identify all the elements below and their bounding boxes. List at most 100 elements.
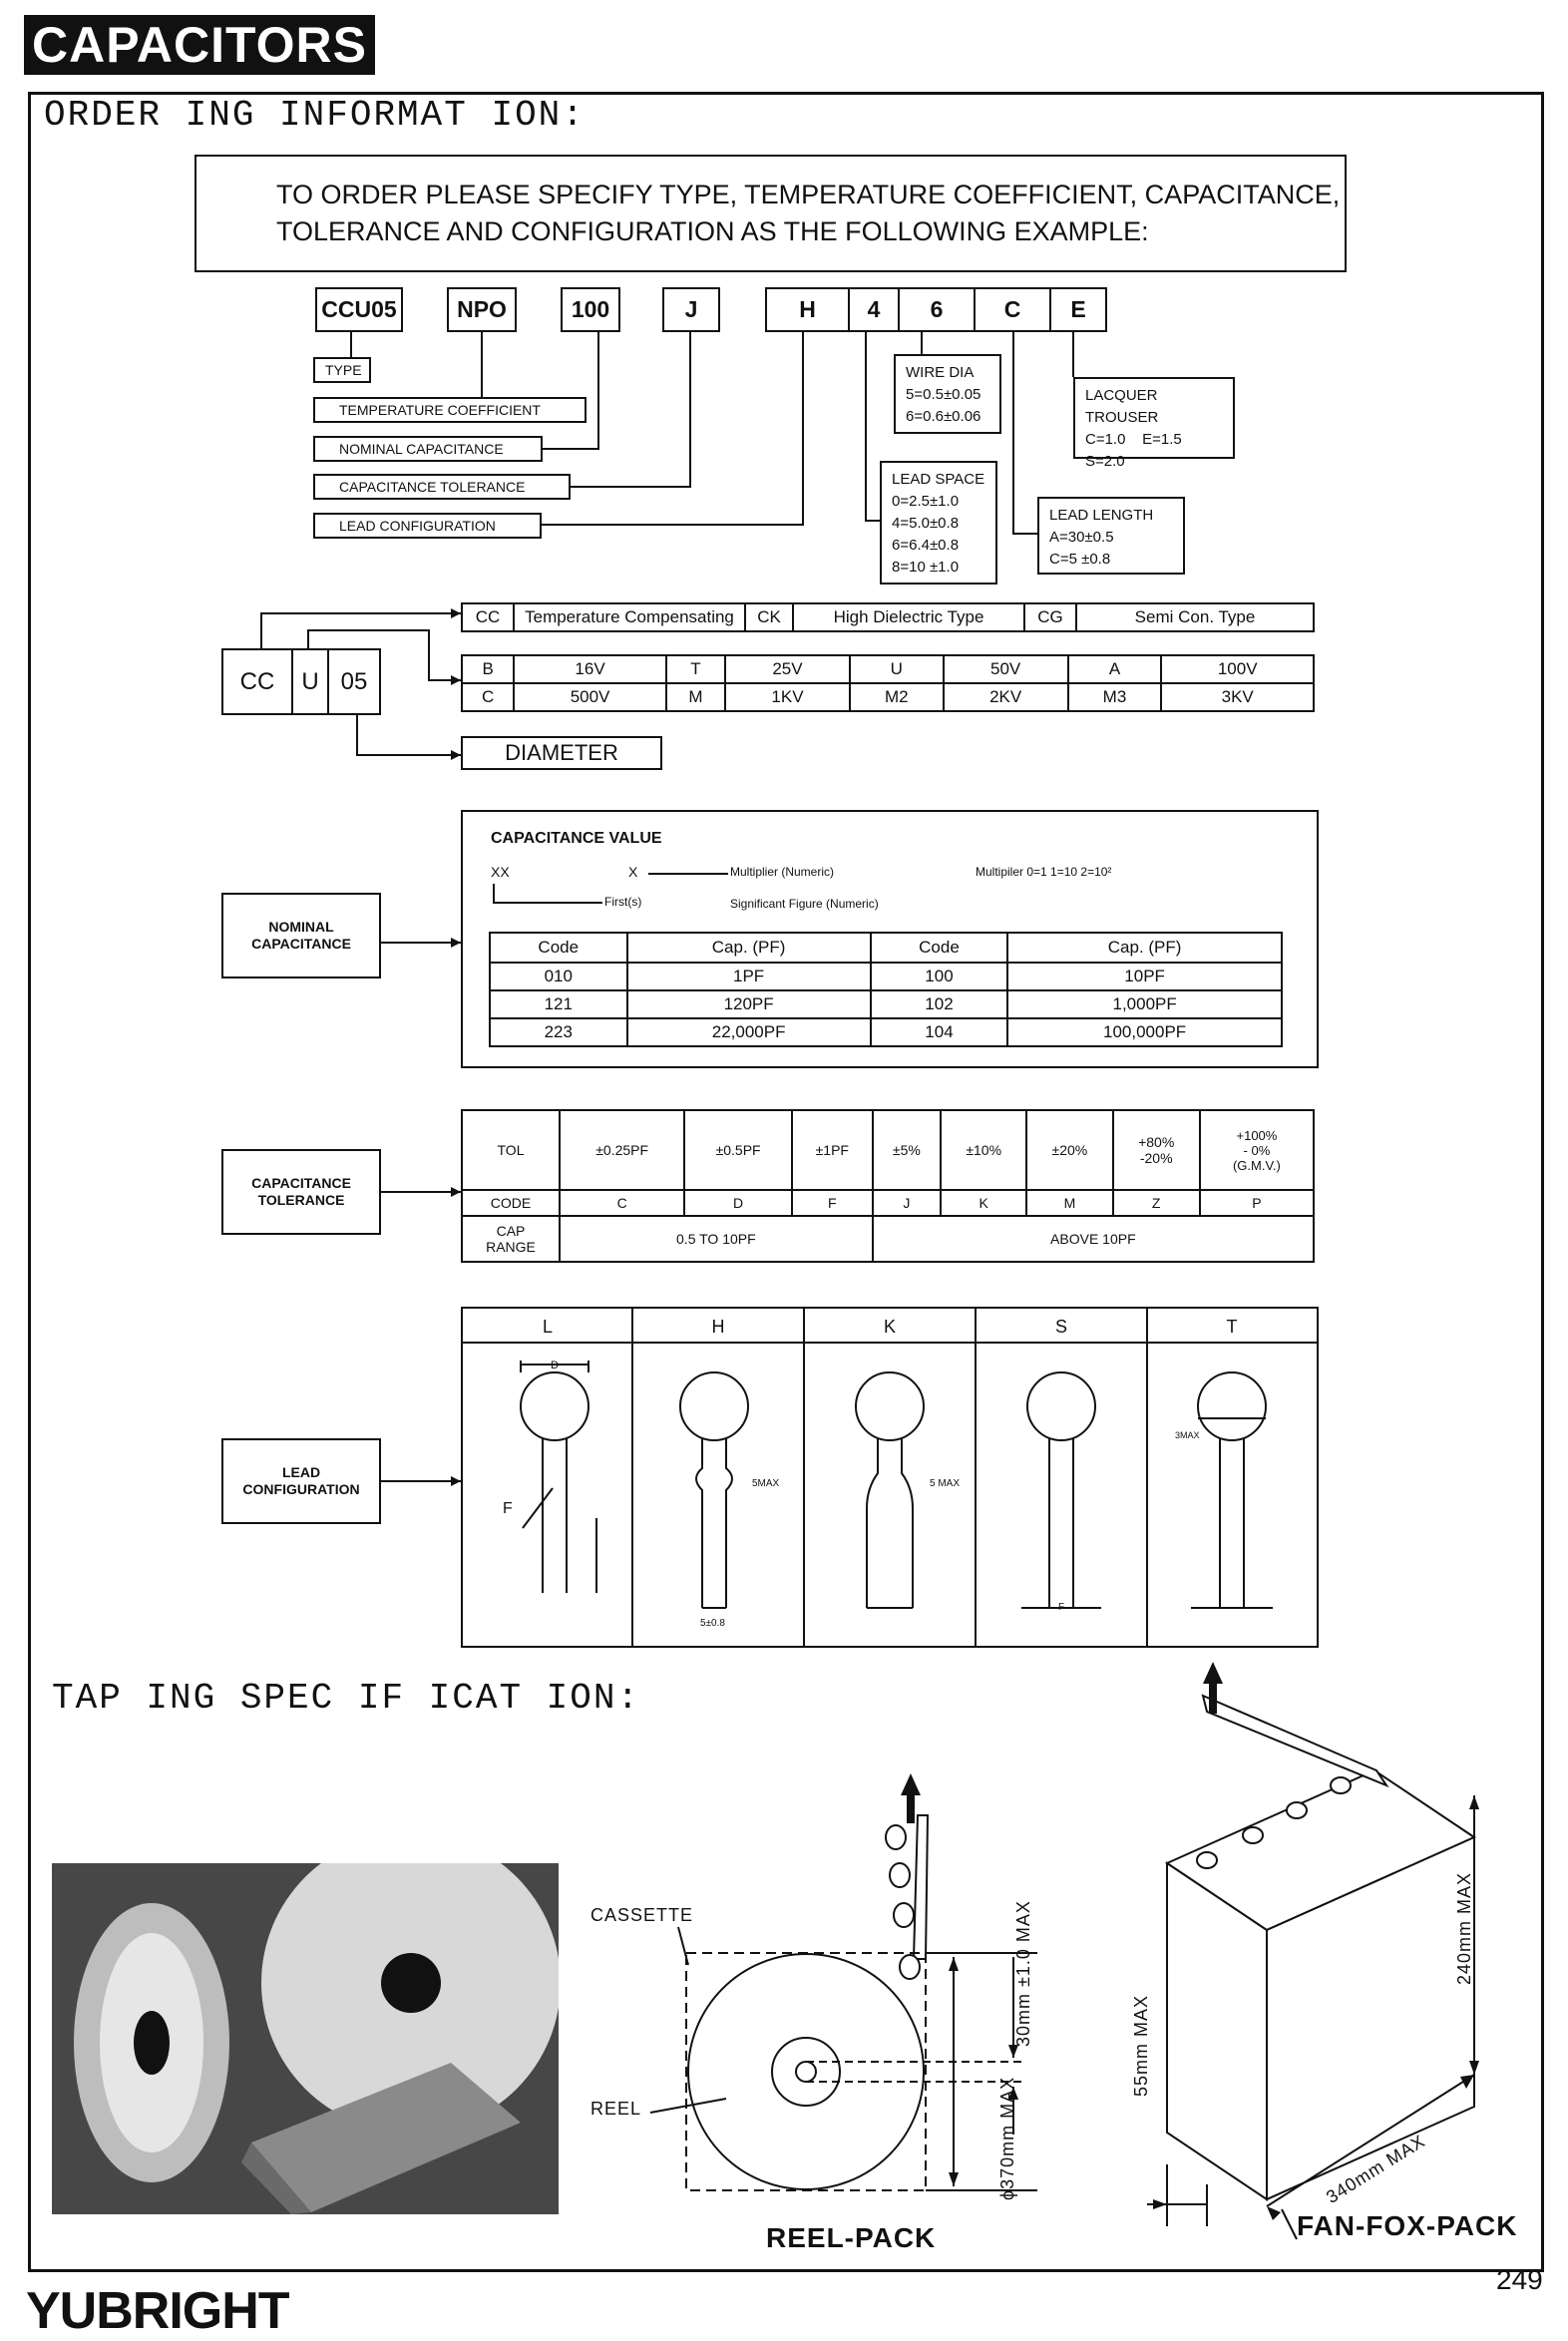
range-low: 0.5 TO 10PF — [559, 1215, 874, 1263]
voltage-cell: 16V — [513, 654, 667, 684]
cap-firsts-vline — [493, 884, 495, 904]
cap-header-cell: Code — [869, 932, 1009, 964]
cap-firsts-label: First(s) — [604, 895, 642, 909]
fan-fox-pack-label: FAN-FOX-PACK — [1297, 2210, 1518, 2241]
tol-code: K — [940, 1189, 1028, 1217]
voltage-cell: C — [460, 682, 516, 712]
tol-label: TOL — [461, 1109, 561, 1191]
footer-brand: YUBRIGHT — [26, 2282, 290, 2340]
voltage-cell: 500V — [513, 682, 667, 712]
taping-title: TAP ING SPEC IF ICAT ION: — [52, 1678, 641, 1719]
label-capacitance-tolerance: CAPACITANCE TOLERANCE — [313, 474, 571, 500]
voltage-cell: 100V — [1160, 654, 1315, 684]
lacquer-title: LACQUER TROUSER — [1085, 387, 1159, 426]
capacitor-h-drawing — [679, 1371, 749, 1609]
type-cell: CG — [1023, 602, 1077, 632]
capacitor-k-drawing — [855, 1371, 925, 1609]
cap-multiplier-key: Multipiler 0=1 1=10 2=10² — [976, 865, 1112, 879]
wire-dia-title: WIRE DIA — [906, 364, 975, 381]
tol-z-line1: +80% — [1138, 1134, 1175, 1150]
intro-line-2: TOLERANCE AND CONFIGURATION AS THE FOLLO… — [276, 216, 1149, 246]
nominal-side-line2: CAPACITANCE — [251, 936, 351, 952]
tol-value-z: +80% -20% — [1111, 1109, 1201, 1191]
tol-p-line1: +100% — [1236, 1127, 1278, 1143]
decode-part-05: 05 — [327, 648, 381, 715]
tolerance-table: TOL ±0.25PF ±0.5PF ±1PF ±5% ±10% ±20% +8… — [461, 1109, 1316, 1263]
tolerance-side-line1: CAPACITANCE — [251, 1175, 351, 1191]
lead-config-drawings: L H K S T D F 5MAX 5±0.8 — [463, 1309, 1317, 1646]
cap-header-cell: Cap. (PF) — [1006, 932, 1283, 964]
cap-x: X — [628, 864, 638, 880]
code-box-lead-length: C — [974, 287, 1051, 332]
cap-cell: 010 — [489, 962, 628, 991]
cap-range-line2: RANGE — [486, 1239, 536, 1255]
type-cell: High Dielectric Type — [792, 602, 1025, 632]
tol-z-line2: -20% — [1139, 1150, 1173, 1166]
cap-cell: 121 — [489, 989, 628, 1019]
lacquer-box: LACQUER TROUSER C=1.0 E=1.5 S=2.0 — [1073, 377, 1235, 470]
tol-code: F — [790, 1189, 874, 1217]
cap-cell: 1PF — [625, 962, 872, 991]
range-high: ABOVE 10PF — [871, 1215, 1316, 1263]
tol-value: ±20% — [1025, 1109, 1114, 1191]
cap-cell: 100 — [869, 962, 1009, 991]
lead-space-box: LEAD SPACE 0=2.5±1.0 4=5.0±0.8 6=6.4±0.8… — [880, 461, 997, 585]
code-box-wire-dia: 6 — [898, 287, 976, 332]
lead-s-f-mark: F — [1058, 1602, 1064, 1613]
lead-space-line3: 6=6.4±0.8 — [892, 537, 960, 554]
capacitor-l-drawing — [520, 1361, 597, 1593]
code-box-tolerance: J — [662, 287, 720, 332]
capacitor-s-drawing — [1021, 1371, 1101, 1609]
diameter-box: DIAMETER — [461, 736, 662, 770]
wire-dia-line1: 5=0.5±0.05 — [906, 386, 981, 403]
lead-config-side-line1: LEAD — [281, 1464, 321, 1480]
reel-label: REEL — [590, 2099, 642, 2119]
tolerance-side-line2: TOLERANCE — [257, 1192, 345, 1208]
ordering-title: ORDER ING INFORMAT ION: — [44, 95, 586, 136]
lead-type-l: L — [543, 1317, 553, 1337]
decode-part-cc: CC — [221, 648, 293, 715]
cap-cell: 104 — [869, 1017, 1009, 1047]
decode-part-u: U — [291, 648, 329, 715]
voltage-cell: M3 — [1066, 682, 1163, 712]
tol-code: Z — [1111, 1189, 1201, 1217]
wire-dia-box: WIRE DIA 5=0.5±0.05 6=0.6±0.06 — [894, 354, 1001, 434]
section-tag: CAPACITORS — [24, 15, 375, 75]
cap-code-table: Code Cap. (PF) Code Cap. (PF) 010 1PF 10… — [489, 932, 1283, 1047]
lead-config-panel: L H K S T D F 5MAX 5±0.8 — [461, 1307, 1319, 1648]
voltage-cell: M2 — [848, 682, 945, 712]
wire-dia-line2: 6=0.6±0.06 — [906, 408, 981, 425]
lead-length-box: LEAD LENGTH A=30±0.5 C=5 ±0.8 — [1037, 497, 1185, 575]
lead-space-line4: 8=10 ±1.0 — [892, 559, 960, 576]
cap-cell: 120PF — [625, 989, 872, 1019]
dim-240mm: 240mm MAX — [1454, 1871, 1474, 1985]
voltage-cell: T — [664, 654, 727, 684]
lacquer-line1: C=1.0 — [1085, 431, 1126, 448]
code-box-type: CCU05 — [315, 287, 403, 332]
tol-value-p: +100% - 0% (G.M.V.) — [1198, 1109, 1316, 1191]
code-box-tempco: NPO — [447, 287, 517, 332]
cap-header-cell: Cap. (PF) — [625, 932, 872, 964]
lead-length-line2: C=5 ±0.8 — [1049, 551, 1111, 568]
type-cell: Semi Con. Type — [1075, 602, 1315, 632]
cap-multiplier-line — [648, 873, 728, 875]
tol-code: D — [683, 1189, 793, 1217]
intro-box: TO ORDER PLEASE SPECIFY TYPE, TEMPERATUR… — [195, 155, 1347, 272]
lead-type-k: K — [884, 1317, 896, 1337]
label-temperature-coefficient: TEMPERATURE COEFFICIENT — [313, 397, 587, 423]
type-table: CC Temperature Compensating CK High Diel… — [461, 602, 1315, 632]
lead-type-h: H — [712, 1317, 725, 1337]
cap-cell: 22,000PF — [625, 1017, 872, 1047]
capacitance-value-panel: CAPACITANCE VALUE XX X Multiplier (Numer… — [461, 810, 1319, 1068]
lead-type-t: T — [1227, 1317, 1238, 1337]
voltage-cell: B — [460, 654, 516, 684]
lead-config-side-line2: CONFIGURATION — [242, 1481, 360, 1497]
cap-xx: XX — [491, 864, 510, 880]
lead-f-mark: F — [503, 1500, 513, 1517]
label-nominal-capacitance: NOMINAL CAPACITANCE — [313, 436, 543, 462]
cap-cell: 10PF — [1006, 962, 1283, 991]
type-cell: CC — [461, 602, 515, 632]
intro-line-1: TO ORDER PLEASE SPECIFY TYPE, TEMPERATUR… — [276, 180, 1341, 209]
cap-range-line1: CAP — [496, 1223, 526, 1239]
